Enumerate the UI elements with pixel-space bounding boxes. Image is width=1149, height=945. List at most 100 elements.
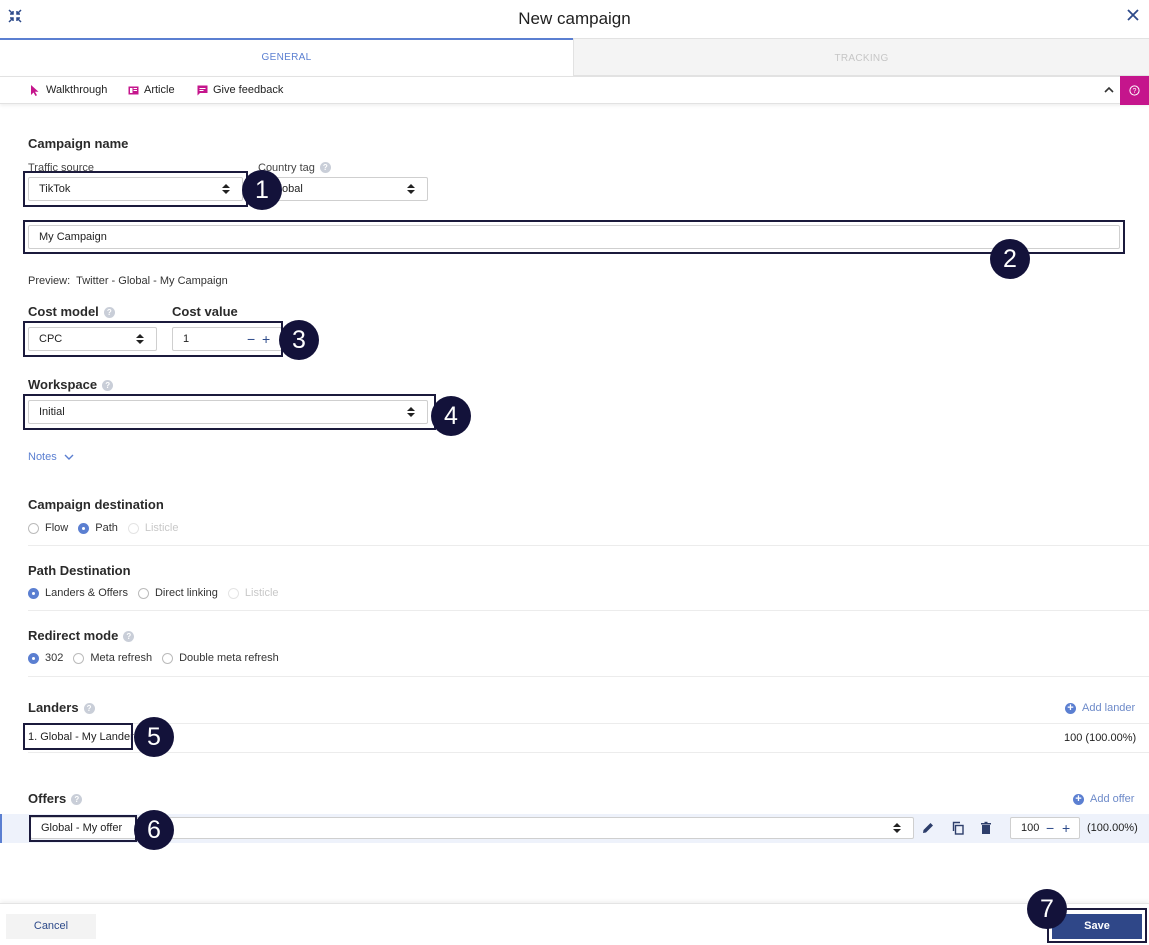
modal-title: New campaign: [518, 9, 631, 28]
country-tag-select[interactable]: Global: [258, 177, 428, 201]
plus-circle-icon: +: [1073, 793, 1084, 805]
radio-landers-offers[interactable]: Landers & Offers: [28, 587, 128, 599]
help-button[interactable]: ?: [1120, 76, 1149, 105]
radio-path[interactable]: Path: [78, 522, 118, 534]
traffic-source-select[interactable]: TikTok: [28, 177, 243, 201]
divider: [28, 545, 1149, 546]
callout-badge-5: 5: [134, 717, 174, 757]
offers-title: Offers?: [28, 791, 83, 806]
radio-meta-refresh[interactable]: Meta refresh: [73, 652, 152, 664]
add-lander-button[interactable]: +Add lander: [1065, 702, 1135, 714]
workspace-select[interactable]: Initial: [28, 400, 428, 424]
updown-icon: [136, 334, 144, 344]
callout-badge-1: 1: [242, 170, 282, 210]
callout-badge-3: 3: [279, 320, 319, 360]
feedback-link[interactable]: Give feedback: [197, 84, 283, 96]
question-icon: ?: [123, 631, 135, 642]
radio-flow[interactable]: Flow: [28, 522, 68, 534]
traffic-source-label: Traffic source: [28, 162, 95, 174]
radio-dot: [127, 522, 139, 534]
landers-title: Landers?: [28, 700, 95, 715]
updown-icon: [407, 184, 415, 194]
redirect-mode-options: 302 Meta refresh Double meta refresh: [28, 652, 289, 664]
question-icon: ?: [103, 307, 115, 318]
radio-302[interactable]: 302: [28, 652, 63, 664]
add-offer-button[interactable]: +Add offer: [1073, 793, 1134, 805]
callout-badge-6: 6: [134, 810, 174, 850]
path-destination-options: Landers & Offers Direct linking Listicle: [28, 587, 289, 599]
radio-dot: [28, 652, 39, 664]
article-label: Article: [144, 84, 175, 96]
offer-row: Global - My offer 100 − + (100.00%): [0, 814, 1149, 843]
question-icon: ?: [319, 162, 331, 173]
preview-text: Preview: Twitter - Global - My Campaign: [28, 275, 228, 287]
radio-dot: [28, 587, 39, 599]
tab-general[interactable]: GENERAL: [0, 38, 573, 76]
tab-bar: GENERAL TRACKING: [0, 38, 1149, 76]
feedback-label: Give feedback: [213, 84, 284, 96]
radio-dot: [162, 652, 174, 664]
walkthrough-label: Walkthrough: [46, 84, 108, 96]
radio-dot: [28, 522, 39, 534]
article-icon: [128, 86, 139, 94]
modal-footer: Cancel Save: [0, 903, 1149, 945]
workspace-label: Workspace?: [28, 377, 114, 392]
radio-dot: [137, 587, 149, 599]
offer-increment-button[interactable]: +: [1062, 820, 1071, 836]
save-button[interactable]: Save: [1052, 914, 1142, 939]
question-icon: ?: [83, 703, 95, 714]
radio-listicle-path: Listicle: [227, 587, 279, 599]
chevron-up-icon[interactable]: [1103, 84, 1115, 96]
offer-decrement-button[interactable]: −: [1046, 820, 1055, 836]
pencil-icon[interactable]: [921, 821, 935, 835]
radio-dot: [73, 652, 85, 664]
offer-weight-input[interactable]: 100: [1010, 817, 1080, 839]
radio-dot: [78, 522, 90, 534]
divider: [28, 676, 1149, 677]
question-icon: ?: [71, 794, 83, 805]
cost-value-input[interactable]: 1: [172, 327, 282, 351]
question-icon: ?: [102, 380, 114, 391]
radio-double-meta-refresh[interactable]: Double meta refresh: [162, 652, 279, 664]
radio-direct-linking[interactable]: Direct linking: [137, 587, 218, 599]
country-tag-label: Country tag?: [258, 162, 331, 174]
copy-icon[interactable]: [951, 821, 965, 835]
callout-badge-2: 2: [990, 239, 1030, 279]
question-icon: ?: [1129, 85, 1140, 96]
callout-badge-7: 7: [1027, 889, 1067, 929]
lander-row-name[interactable]: 1. Global - My Lander: [28, 731, 134, 743]
path-destination-title: Path Destination: [28, 563, 131, 578]
updown-icon: [893, 823, 901, 833]
campaign-name-title: Campaign name: [28, 136, 129, 151]
updown-icon: [407, 407, 415, 417]
notes-toggle[interactable]: Notes: [28, 451, 75, 463]
campaign-destination-title: Campaign destination: [28, 497, 164, 512]
walkthrough-link[interactable]: Walkthrough: [30, 84, 107, 96]
increment-button[interactable]: +: [262, 331, 271, 347]
offer-percent: (100.00%): [1087, 822, 1138, 834]
divider: [28, 752, 1149, 753]
callout-badge-4: 4: [431, 396, 471, 436]
article-link[interactable]: Article: [128, 84, 175, 96]
radio-listicle: Listicle: [127, 522, 179, 534]
cancel-button[interactable]: Cancel: [6, 914, 96, 939]
feedback-icon: [197, 85, 208, 95]
decrement-button[interactable]: −: [247, 331, 256, 347]
close-icon[interactable]: [1125, 7, 1141, 23]
updown-icon: [222, 184, 230, 194]
lander-row-weight: 100 (100.00%): [1064, 732, 1137, 744]
campaign-name-input[interactable]: My Campaign: [28, 225, 1120, 249]
redirect-mode-title: Redirect mode?: [28, 628, 135, 643]
divider: [28, 610, 1149, 611]
collapse-icon[interactable]: [8, 9, 22, 23]
cursor-icon: [31, 84, 39, 96]
cost-value-label: Cost value: [172, 304, 238, 319]
cost-model-select[interactable]: CPC: [28, 327, 157, 351]
offer-select[interactable]: Global - My offer: [30, 817, 914, 839]
plus-circle-icon: +: [1065, 702, 1076, 714]
help-bar: Walkthrough Article Give feedback ?: [0, 76, 1149, 105]
radio-dot: [227, 587, 239, 599]
trash-icon[interactable]: [979, 821, 993, 835]
modal-header: New campaign: [0, 0, 1149, 38]
tab-tracking[interactable]: TRACKING: [573, 38, 1149, 76]
